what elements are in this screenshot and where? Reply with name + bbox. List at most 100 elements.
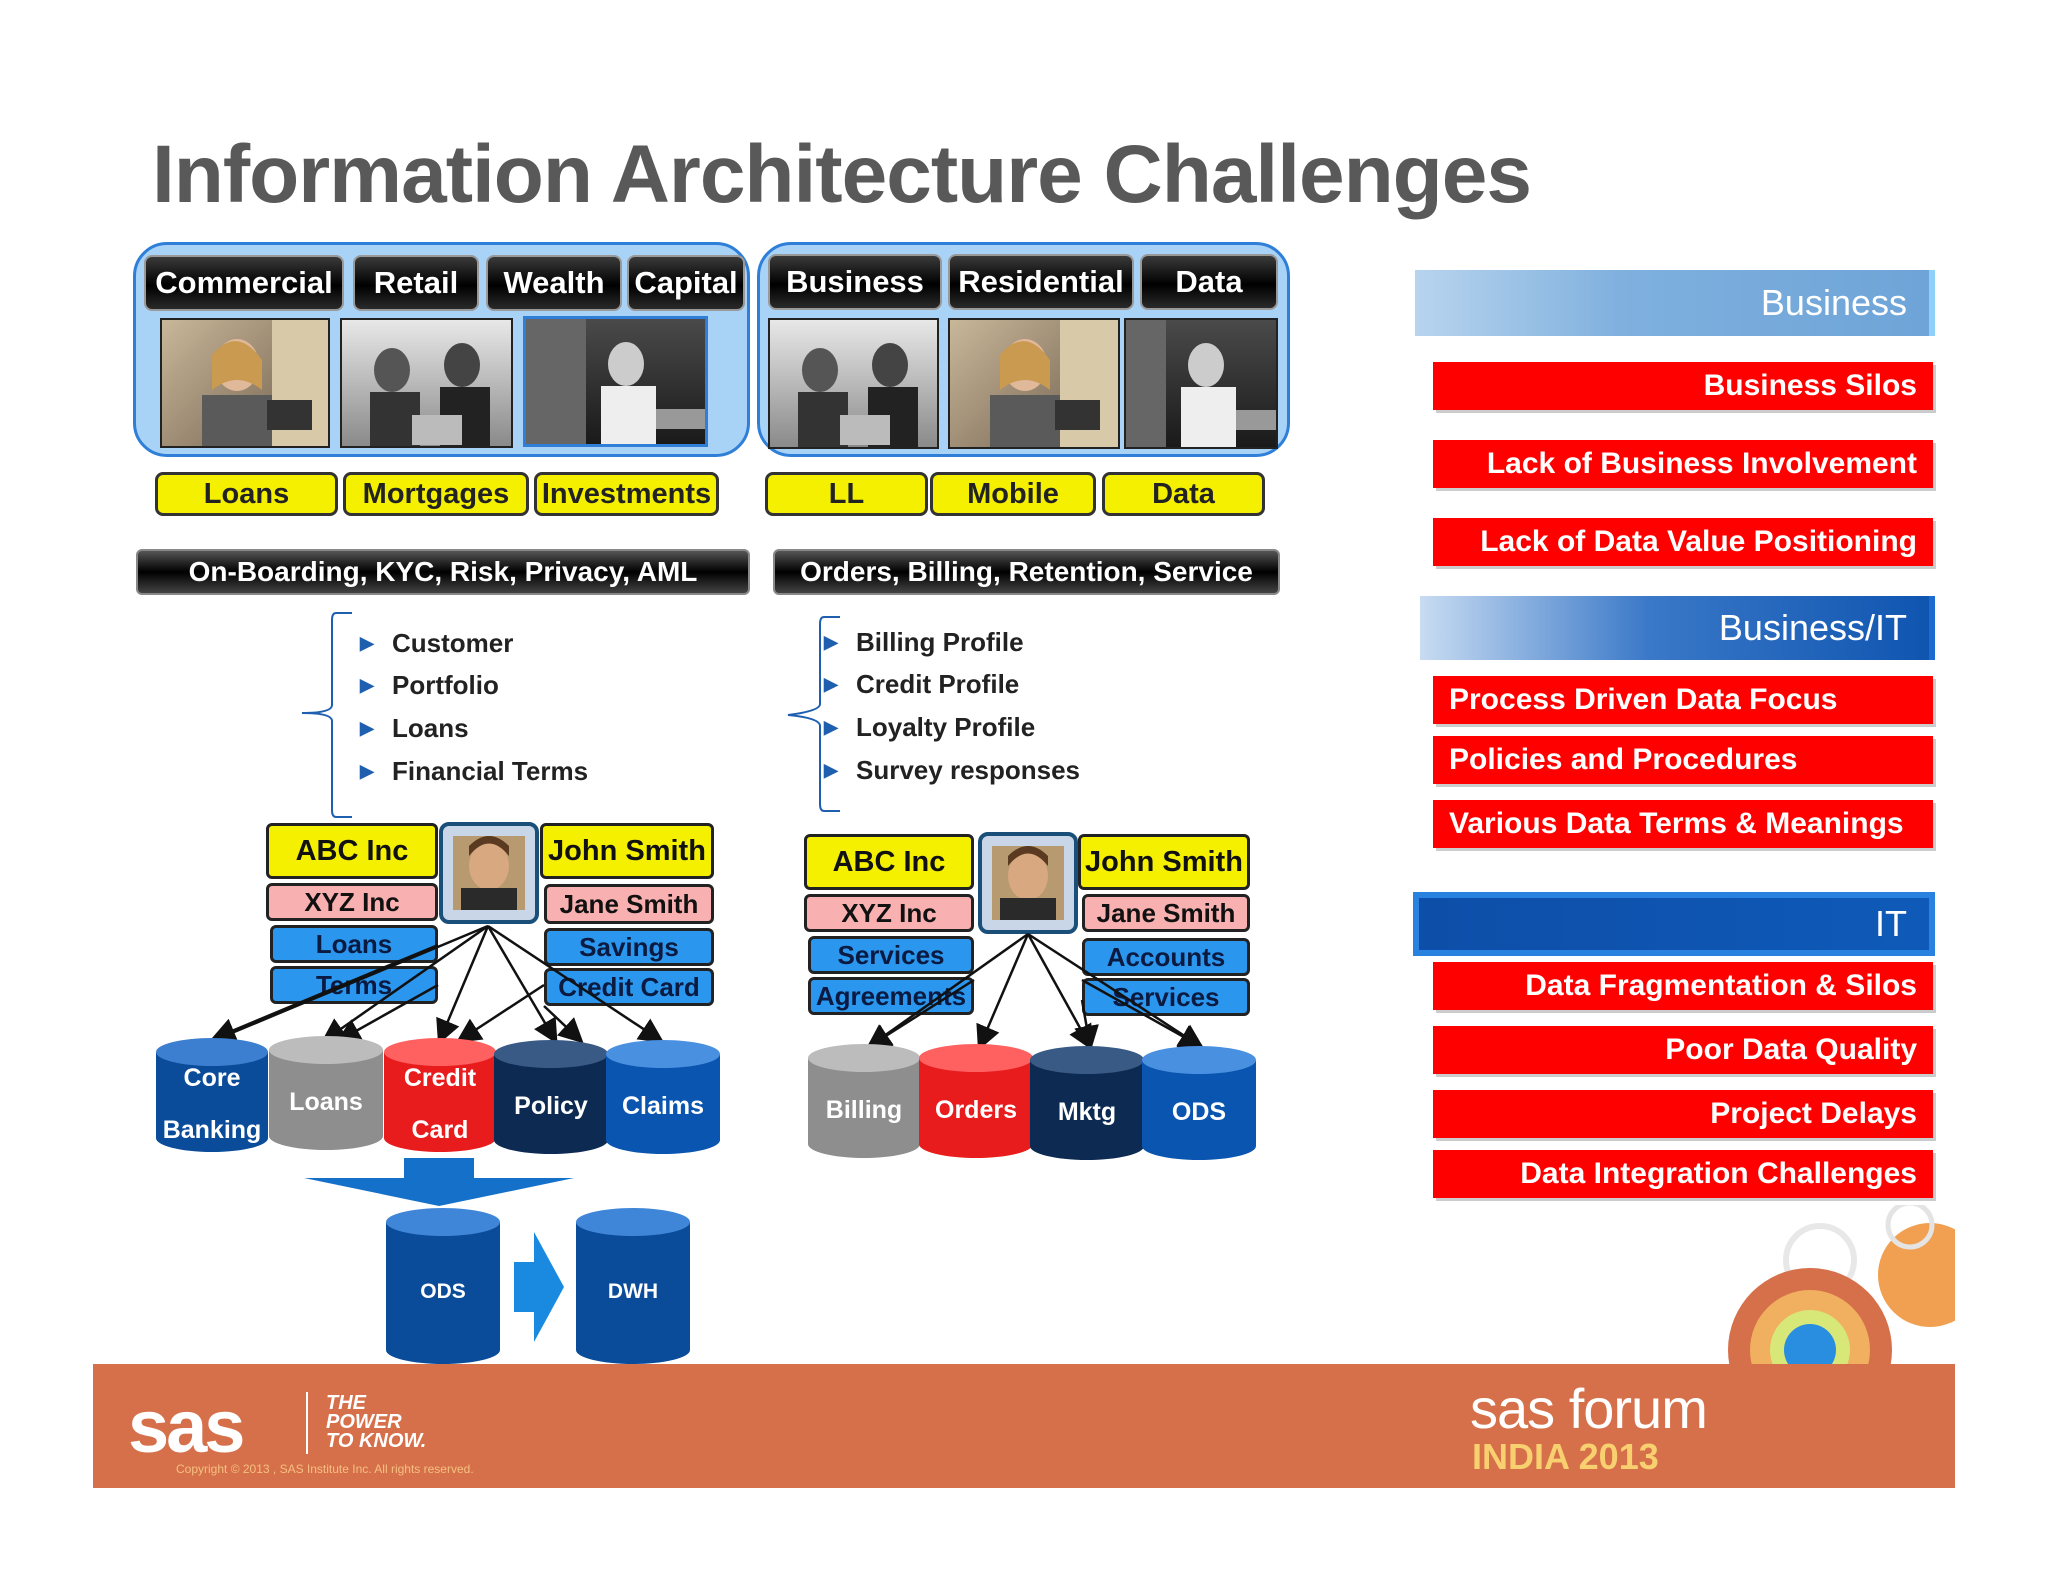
photo-phone-call-2 [1124, 318, 1278, 449]
bullet-triangle-icon: ▶ [360, 675, 374, 695]
challenge-data-integration: Data Integration Challenges [1433, 1150, 1933, 1198]
event-name: sas forum [1470, 1377, 1708, 1440]
photo-woman-laptop-2 [948, 318, 1120, 449]
cylinder-billing: Billing [825, 1096, 903, 1124]
challenge-various-data-terms: Various Data Terms & Meanings [1433, 800, 1933, 848]
entity-credit-card: Credit Card [544, 968, 714, 1006]
bullet-triangle-icon: ▶ [824, 760, 838, 780]
header-business: Business [1415, 270, 1935, 336]
right-brace [787, 616, 840, 812]
cylinder-core-banking-shape [156, 1038, 268, 1152]
event-subtitle: INDIA 2013 [1472, 1436, 1659, 1477]
tagline-divider [306, 1392, 308, 1454]
cylinder-credit-card-shape [384, 1038, 496, 1152]
cylinder-policy-shape [494, 1040, 608, 1154]
photo-meeting [340, 318, 513, 448]
cylinder-mktg-shape [1030, 1046, 1144, 1160]
ods-to-dwh-arrow-icon [514, 1232, 564, 1342]
left-bullet-financial-terms: ▶Financial Terms [360, 756, 589, 786]
header-business-it: Business/IT [1420, 596, 1935, 660]
segment-business: Business [768, 254, 942, 310]
bullet-triangle-icon: ▶ [360, 761, 374, 781]
cylinder-mktg: Mktg [1057, 1098, 1117, 1126]
entity-jane-smith: Jane Smith [544, 884, 714, 924]
right-bullet-billing-profile: ▶Billing Profile [824, 627, 1024, 657]
challenge-lack-business-involvement: Lack of Business Involvement [1433, 440, 1933, 488]
cylinder-ods: ODS [1171, 1098, 1227, 1126]
left-bullet-loans: ▶Loans [360, 713, 469, 743]
tagline: THE POWER TO KNOW. [326, 1392, 427, 1452]
entity-jane-smith-2: Jane Smith [1082, 894, 1250, 932]
product-investments: Investments [534, 472, 719, 516]
photo-woman-laptop [160, 318, 330, 448]
cylinder-loans: Loans [289, 1088, 363, 1116]
product-data: Data [1102, 472, 1265, 516]
entity-agreements: Agreements [808, 977, 974, 1015]
cylinder-billing-shape [808, 1044, 920, 1158]
entity-abc-inc: ABC Inc [266, 823, 438, 879]
cylinder-dwh: DWH [607, 1280, 659, 1303]
customer-avatar [439, 822, 539, 924]
segment-wealth: Wealth [486, 255, 622, 311]
challenge-business-silos: Business Silos [1433, 362, 1933, 410]
product-ll: LL [765, 472, 928, 516]
page-title: Information Architecture Challenges [152, 129, 1532, 220]
right-process-bar: Orders, Billing, Retention, Service [773, 549, 1280, 595]
cylinder-ods-shape [1142, 1046, 1256, 1160]
left-brace [301, 612, 352, 818]
product-loans: Loans [155, 472, 338, 516]
left-bullet-portfolio: ▶Portfolio [360, 670, 499, 700]
cylinder-orders-shape [919, 1044, 1033, 1158]
segment-retail: Retail [353, 255, 479, 311]
bullet-triangle-icon: ▶ [824, 632, 838, 652]
entity-john-smith-2: John Smith [1078, 834, 1250, 890]
entity-services: Services [808, 936, 974, 974]
entity-terms: Terms [270, 966, 438, 1004]
challenge-project-delays: Project Delays [1433, 1090, 1933, 1138]
bullet-triangle-icon: ▶ [360, 633, 374, 653]
product-mortgages: Mortgages [343, 472, 529, 516]
challenge-process-driven-data-focus: Process Driven Data Focus [1433, 676, 1933, 724]
cylinder-ods-target: ODS [420, 1280, 466, 1303]
bullet-triangle-icon: ▶ [360, 718, 374, 738]
right-bullet-survey-responses: ▶Survey responses [824, 755, 1081, 785]
entity-xyz-inc: XYZ Inc [266, 883, 438, 921]
segment-commercial: Commercial [144, 255, 344, 311]
segment-capital: Capital [627, 255, 745, 311]
challenge-poor-data-quality: Poor Data Quality [1433, 1026, 1933, 1074]
cylinder-orders: Orders [935, 1096, 1017, 1124]
entity-abc-inc-2: ABC Inc [804, 834, 974, 890]
cylinder-ods-target-shape [386, 1208, 500, 1364]
challenge-policies-procedures: Policies and Procedures [1433, 736, 1933, 784]
cylinder-claims: Claims [622, 1092, 704, 1120]
bullet-triangle-icon: ▶ [824, 717, 838, 737]
cylinder-loans-shape [269, 1036, 383, 1150]
right-mapping-arrows [865, 932, 1205, 1051]
segment-residential: Residential [948, 254, 1134, 310]
entity-loans: Loans [270, 925, 438, 963]
entity-xyz-inc-2: XYZ Inc [804, 894, 974, 932]
copyright-text: Copyright © 2013 , SAS Institute Inc. Al… [176, 1462, 474, 1476]
consolidation-arrow-icon [304, 1158, 574, 1206]
left-mapping-arrows [210, 924, 665, 1045]
bullet-triangle-icon: ▶ [824, 674, 838, 694]
right-bullet-credit-profile: ▶Credit Profile [824, 669, 1020, 699]
footer-band [93, 1364, 1955, 1488]
cylinder-policy: Policy [514, 1092, 588, 1120]
segment-data: Data [1140, 254, 1278, 310]
cylinder-claims-shape [606, 1040, 720, 1154]
header-it: IT [1413, 892, 1935, 956]
entity-john-smith: John Smith [540, 823, 714, 879]
right-bullet-loyalty-profile: ▶Loyalty Profile [824, 712, 1036, 742]
cylinder-dwh-shape [576, 1208, 690, 1364]
photo-phone-call [523, 316, 708, 447]
entity-accounts: Accounts [1082, 938, 1250, 976]
left-bullet-customer: ▶Customer [360, 628, 514, 658]
challenge-data-fragmentation: Data Fragmentation & Silos [1433, 962, 1933, 1010]
entity-services-2: Services [1082, 978, 1250, 1016]
photo-meeting-2 [768, 318, 939, 449]
left-process-bar: On-Boarding, KYC, Risk, Privacy, AML [136, 549, 750, 595]
product-mobile: Mobile [930, 472, 1096, 516]
